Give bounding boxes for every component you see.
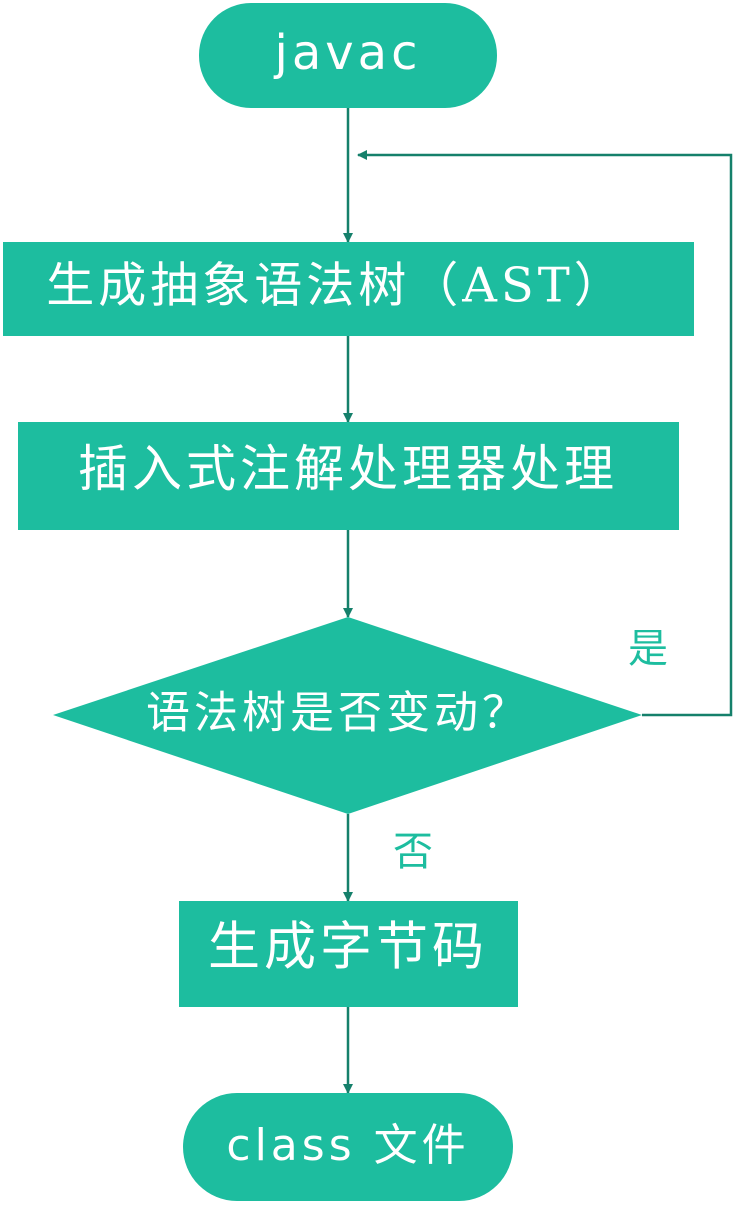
- branch-label-yes: 是: [628, 626, 668, 672]
- node-generate-bytecode: 生成字节码: [179, 901, 518, 1007]
- process-shape: [18, 422, 679, 530]
- edges: [343, 108, 733, 1094]
- process-shape: [3, 242, 694, 336]
- decision-shape: [53, 617, 642, 814]
- node-end-label: class 文件: [226, 1120, 469, 1171]
- node-annotation-processing-label: 插入式注解处理器处理: [78, 440, 618, 498]
- edge-decision-yes-loop: [357, 150, 733, 717]
- terminal-shape: [183, 1093, 513, 1201]
- node-annotation-processing: 插入式注解处理器处理: [18, 422, 679, 530]
- node-start: javac: [199, 3, 497, 108]
- node-ast-changed: 语法树是否变动？: [53, 617, 642, 814]
- branch-label-no: 否: [393, 829, 433, 875]
- process-shape: [179, 901, 518, 1007]
- terminal-shape: [199, 3, 497, 108]
- node-generate-ast-label: 生成抽象语法树（AST）: [46, 258, 626, 314]
- node-generate-bytecode-label: 生成字节码: [208, 918, 488, 978]
- node-ast-changed-label: 语法树是否变动？: [146, 688, 530, 739]
- node-generate-ast: 生成抽象语法树（AST）: [3, 242, 694, 336]
- node-start-label: javac: [274, 25, 422, 81]
- node-end: class 文件: [183, 1093, 513, 1201]
